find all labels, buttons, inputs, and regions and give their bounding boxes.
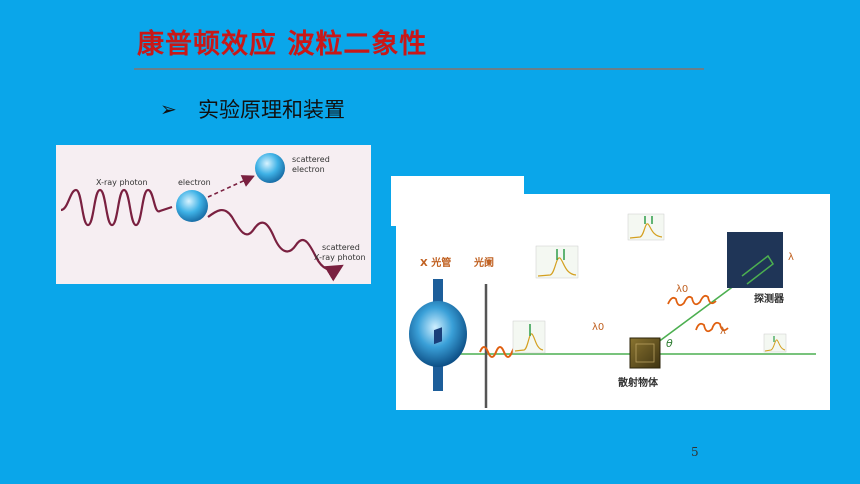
- bullet-text: 实验原理和装置: [198, 98, 345, 122]
- xray-tube-label: X 光管: [420, 256, 451, 269]
- scattered-wave-lambda: [695, 321, 729, 333]
- incident-photon-wave: [60, 188, 173, 227]
- scattered-photon-label-1: scattered: [322, 243, 360, 252]
- scatterer-inner: [635, 343, 655, 363]
- scattered-photon-wave: [207, 209, 344, 282]
- spectrum-thumbnail-top: [627, 213, 665, 241]
- slide-title: 康普顿效应 波粒二象性: [137, 29, 428, 60]
- detector-label: 探测器: [754, 292, 785, 305]
- detector-box: [727, 232, 783, 288]
- scattered-electron-ball: [255, 153, 285, 183]
- scattered-photon-label-2: X-ray photon: [314, 253, 366, 262]
- electron-label: electron: [178, 178, 211, 187]
- xray-target: [434, 327, 442, 345]
- bullet-item: ➢ 实验原理和装置: [160, 94, 345, 124]
- spectrum-thumbnail-aperture: [535, 245, 579, 279]
- apparatus-figure: X 光管 光阑 λ0: [396, 194, 830, 410]
- lambda-detector-label: λ: [788, 252, 794, 263]
- scattered-wave-lambda0: [667, 294, 717, 307]
- lambda-scattered-label: λ: [720, 326, 726, 337]
- title-divider: [134, 68, 704, 70]
- spectrum-thumbnail-right: [763, 333, 787, 353]
- xray-photon-label: X-ray photon: [96, 178, 148, 187]
- scatterer-block: [629, 337, 661, 369]
- lambda0-incident-label: λ0: [592, 322, 604, 333]
- scattered-electron-label-2: electron: [292, 165, 325, 174]
- page-number: 5: [691, 445, 699, 459]
- aperture-label: 光阑: [473, 256, 494, 269]
- scattered-electron-label-1: scattered: [292, 155, 330, 164]
- theta-label: θ: [666, 337, 673, 350]
- spectrum-thumbnail-beam: [512, 320, 546, 354]
- arrow-bullet-icon: ➢: [160, 97, 177, 121]
- compton-scattering-svg: X-ray photon electron scattered electron…: [60, 153, 366, 282]
- scatterer-label: 散射物体: [618, 376, 659, 389]
- incident-wave: [479, 346, 521, 358]
- electron-path-arrow: [207, 175, 255, 198]
- detector-crystal: [741, 254, 774, 285]
- apparatus-svg: X 光管 光阑 λ0: [409, 213, 816, 408]
- compton-scattering-figure: X-ray photon electron scattered electron…: [56, 145, 371, 284]
- lambda0-scattered-label: λ0: [676, 284, 688, 295]
- electron-ball: [176, 190, 208, 222]
